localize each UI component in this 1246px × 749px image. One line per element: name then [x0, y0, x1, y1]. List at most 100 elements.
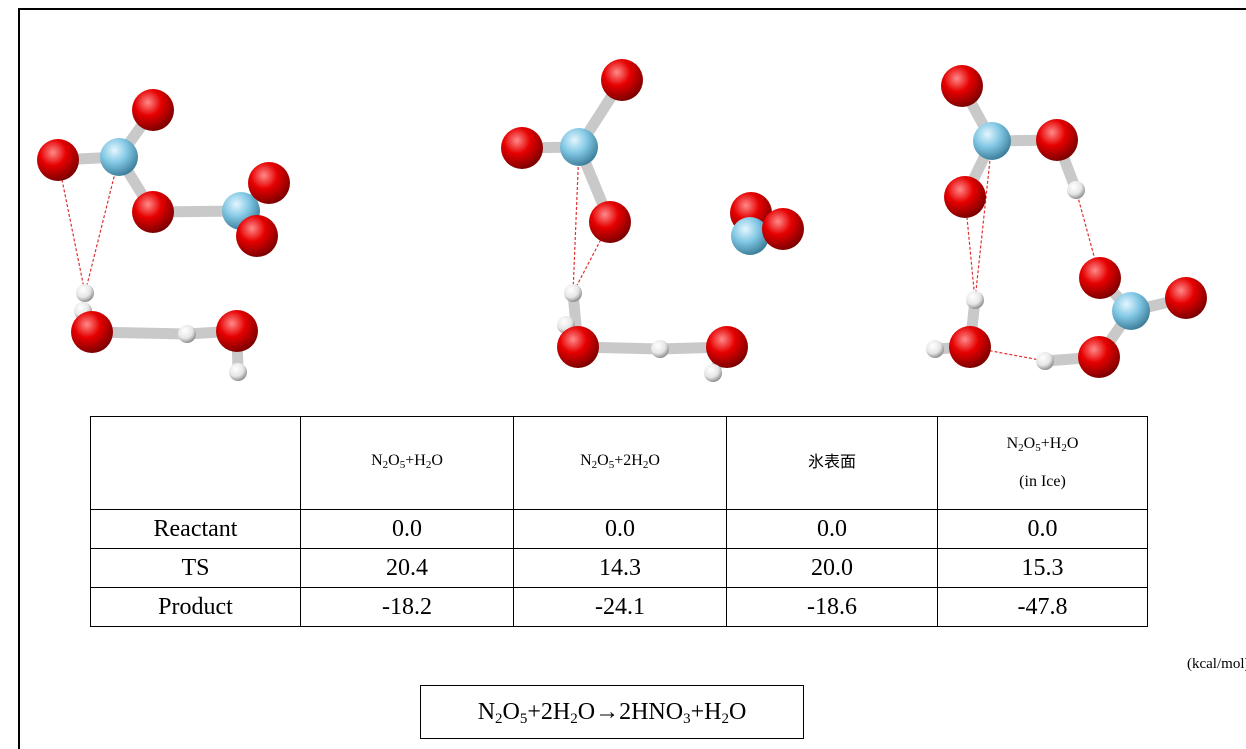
subscript: 2 — [425, 459, 432, 471]
energy-value: -18.6 — [726, 587, 938, 627]
oxygen-atom — [501, 127, 543, 169]
oxygen-atom — [949, 326, 991, 368]
subscript: 2 — [721, 711, 729, 727]
oxygen-atom — [1165, 277, 1207, 319]
oxygen-atom — [71, 311, 113, 353]
energy-value: 0.0 — [513, 509, 727, 549]
text: O — [728, 699, 747, 725]
oxygen-atom — [216, 310, 258, 352]
energy-value: -47.8 — [937, 587, 1148, 627]
hydrogen-bond — [572, 146, 580, 294]
oxygen-atom — [248, 162, 290, 204]
row-label: Product — [90, 587, 301, 627]
hydrogen-atom — [1036, 352, 1054, 370]
text: O — [502, 699, 520, 725]
energy-value: 0.0 — [937, 509, 1148, 549]
hydrogen-atom — [966, 291, 984, 309]
subscript: 5 — [519, 711, 528, 727]
unit-label: (kcal/mol) — [1187, 656, 1246, 672]
text: +H — [405, 452, 426, 469]
atoms — [37, 59, 1207, 382]
hydrogen-bond — [84, 156, 120, 294]
header-cell-1: N2O5+H2O — [300, 416, 514, 510]
hydrogen-bond — [974, 140, 993, 301]
text: O — [431, 452, 443, 469]
energy-value: 20.4 — [300, 548, 514, 588]
header-cell-4: N2O5+H2O(in Ice) — [937, 416, 1148, 510]
header-cell-0 — [90, 416, 301, 510]
energy-value: 14.3 — [513, 548, 727, 588]
energy-value: 0.0 — [300, 509, 514, 549]
energy-value: -18.2 — [300, 587, 514, 627]
nitrogen-atom — [731, 217, 769, 255]
energy-value: 20.0 — [726, 548, 938, 588]
header-cell-2: N2O5+2H2O — [513, 416, 727, 510]
hydrogen-atom — [651, 340, 669, 358]
text: O — [648, 452, 660, 469]
hydrogen-atom — [926, 340, 944, 358]
text: N — [1006, 435, 1019, 452]
figure-frame — [18, 8, 1246, 749]
text: +2H — [527, 699, 571, 725]
subscript: 2 — [591, 459, 598, 471]
hydrogen-atom — [704, 364, 722, 382]
text: 氷表面 — [807, 454, 856, 471]
subscript: 2 — [570, 711, 578, 727]
hydrogen-bond — [572, 221, 611, 294]
reaction-equation: N2O5+2H2O→2HNO3+H2O — [420, 685, 804, 739]
text: O — [1066, 435, 1079, 452]
hydrogen-atom — [564, 284, 582, 302]
oxygen-atom — [557, 326, 599, 368]
text: O — [388, 452, 400, 469]
oxygen-atom — [941, 65, 983, 107]
nitrogen-atom — [560, 128, 598, 166]
text: O — [1023, 435, 1036, 452]
nitrogen-atom — [1112, 292, 1150, 330]
nitrogen-atom — [973, 122, 1011, 160]
header-cell-3: 氷表面 — [726, 416, 938, 510]
oxygen-atom — [762, 208, 804, 250]
subscript: 2 — [1018, 442, 1024, 454]
energy-value: 0.0 — [726, 509, 938, 549]
oxygen-atom — [1078, 336, 1120, 378]
text: +H — [1040, 435, 1062, 452]
subscript: 2 — [495, 711, 503, 727]
hydrogen-atom — [1067, 181, 1085, 199]
oxygen-atom — [132, 89, 174, 131]
oxygen-atom — [236, 215, 278, 257]
text: +H — [690, 699, 722, 725]
oxygen-atom — [589, 201, 631, 243]
table-row: Product-18.2-24.1-18.6-47.8 — [90, 587, 1148, 627]
subscript: 5 — [399, 459, 406, 471]
subscript: 2 — [382, 459, 389, 471]
text: (in Ice) — [1019, 473, 1066, 490]
energy-value: 15.3 — [937, 548, 1148, 588]
text: +2H — [614, 452, 643, 469]
oxygen-atom — [601, 59, 643, 101]
subscript: 2 — [642, 459, 649, 471]
text: N — [477, 699, 496, 725]
oxygen-atom — [944, 176, 986, 218]
subscript: 5 — [1035, 442, 1041, 454]
text: N — [580, 452, 592, 469]
oxygen-atom — [706, 326, 748, 368]
subscript: 3 — [683, 711, 691, 727]
subscript: 2 — [1061, 442, 1067, 454]
oxygen-atom — [132, 191, 174, 233]
subscript: 5 — [608, 459, 615, 471]
hydrogen-atom — [178, 325, 196, 343]
text: O — [597, 452, 609, 469]
nitrogen-atom — [100, 138, 138, 176]
oxygen-atom — [37, 139, 79, 181]
oxygen-atom — [1079, 257, 1121, 299]
hydrogen-bond — [57, 159, 86, 294]
oxygen-atom — [1036, 119, 1078, 161]
hydrogen-atom — [229, 363, 247, 381]
molecule-structures — [37, 59, 1207, 382]
text: O→2HNO — [577, 699, 684, 725]
row-label: TS — [90, 548, 301, 588]
energy-value: -24.1 — [513, 587, 727, 627]
